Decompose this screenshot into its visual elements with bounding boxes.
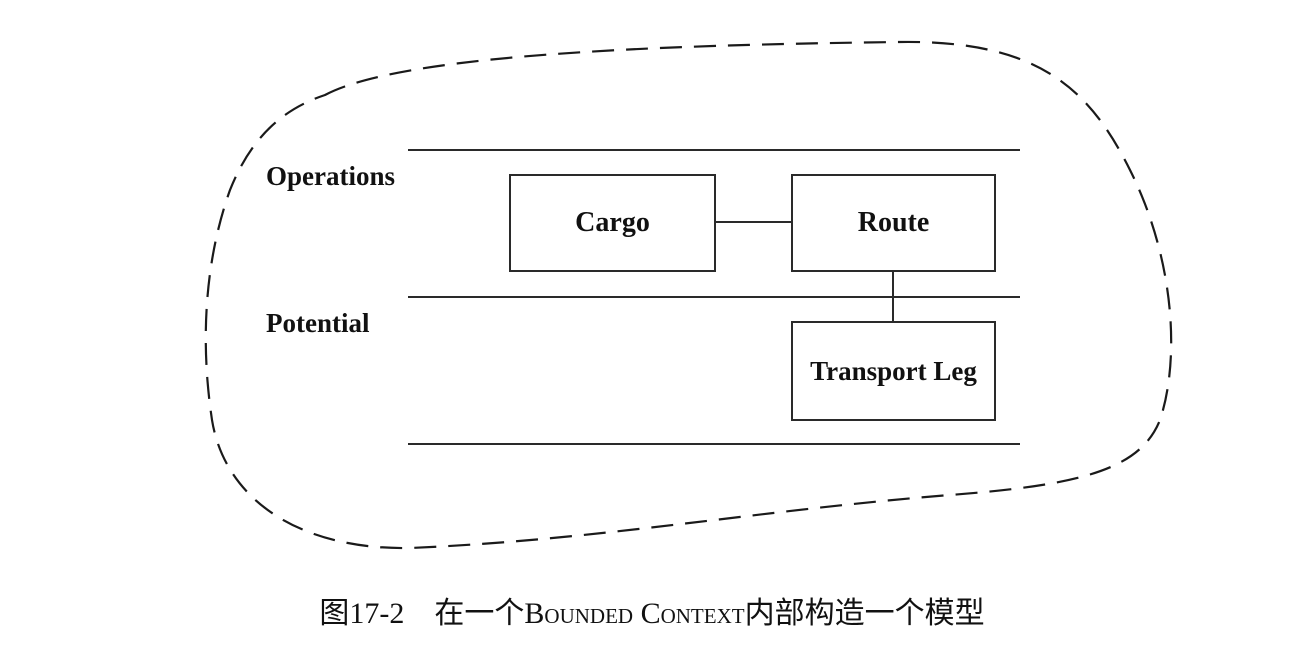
layer-label-operations: Operations [266, 161, 396, 191]
bounded-context-boundary [204, 40, 1173, 550]
layer-label-potential: Potential [266, 308, 370, 338]
transport-leg-box: Transport Leg [791, 321, 996, 421]
cargo-box: Cargo [509, 174, 716, 272]
figure-number: 图17-2 [319, 597, 405, 630]
route-box: Route [791, 174, 996, 272]
figure-caption: 图17-2 在一个Bounded Context内部构造一个模型 [0, 594, 1304, 634]
caption-text-part2: 内部构造一个模型 [744, 597, 985, 630]
caption-bounded: Bounded [524, 597, 634, 630]
caption-text-part1: 在一个 [434, 597, 525, 630]
caption-context: Context [640, 597, 745, 630]
